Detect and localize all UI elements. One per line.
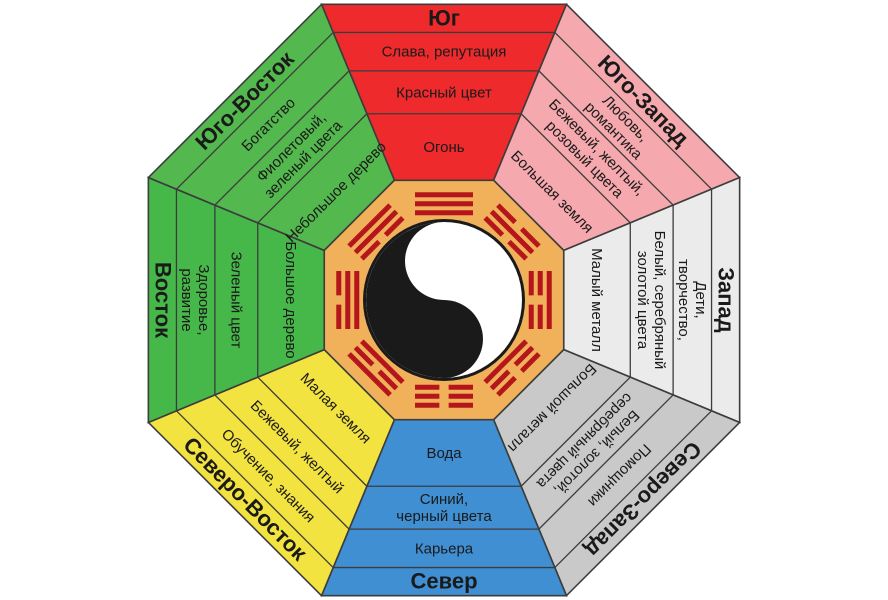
band-divider [520, 113, 631, 224]
band-divider [554, 410, 713, 569]
band-divider [538, 394, 674, 530]
sector-label: Дети,творчество, [675, 259, 709, 341]
trigram-icon [528, 271, 552, 330]
direction-label: Север [410, 569, 477, 594]
sector-label: Красный цвет [396, 84, 492, 101]
trigram-icon [483, 203, 541, 261]
direction-label: Запад [714, 267, 739, 333]
sector-label: Большое дерево [282, 241, 299, 358]
direction-label: Восток [150, 262, 175, 339]
sector-label: Белый, серебряныйзолотой цвета [634, 231, 668, 370]
sector-label: Вода [426, 445, 462, 462]
band-divider [214, 70, 350, 206]
trigram-icon [415, 192, 473, 216]
sector-label: Карьера [415, 540, 474, 557]
band-divider [554, 31, 713, 190]
sector-label: Здоровье,развитие [178, 264, 212, 335]
trigram-icon [347, 339, 405, 397]
sector-label: Зеленый цвет [227, 252, 244, 349]
direction-label: Юг [428, 5, 460, 30]
sector-label: Слава, репутация [382, 44, 507, 61]
band-divider [257, 376, 368, 487]
trigram-icon [415, 384, 473, 408]
trigram-icon [336, 270, 360, 329]
trigram-icon [347, 203, 405, 261]
band-divider [538, 70, 674, 206]
sector-label: Огонь [423, 139, 464, 156]
sector-label: Синий,черный цвета [396, 491, 492, 525]
trigram-icon [483, 339, 541, 397]
band-divider [214, 394, 350, 530]
sector-label: Малый металл [588, 248, 605, 352]
band-divider [175, 31, 334, 190]
band-divider [257, 113, 368, 224]
band-divider [520, 376, 631, 487]
band-divider [175, 410, 334, 569]
yin-yang-icon [363, 219, 525, 381]
